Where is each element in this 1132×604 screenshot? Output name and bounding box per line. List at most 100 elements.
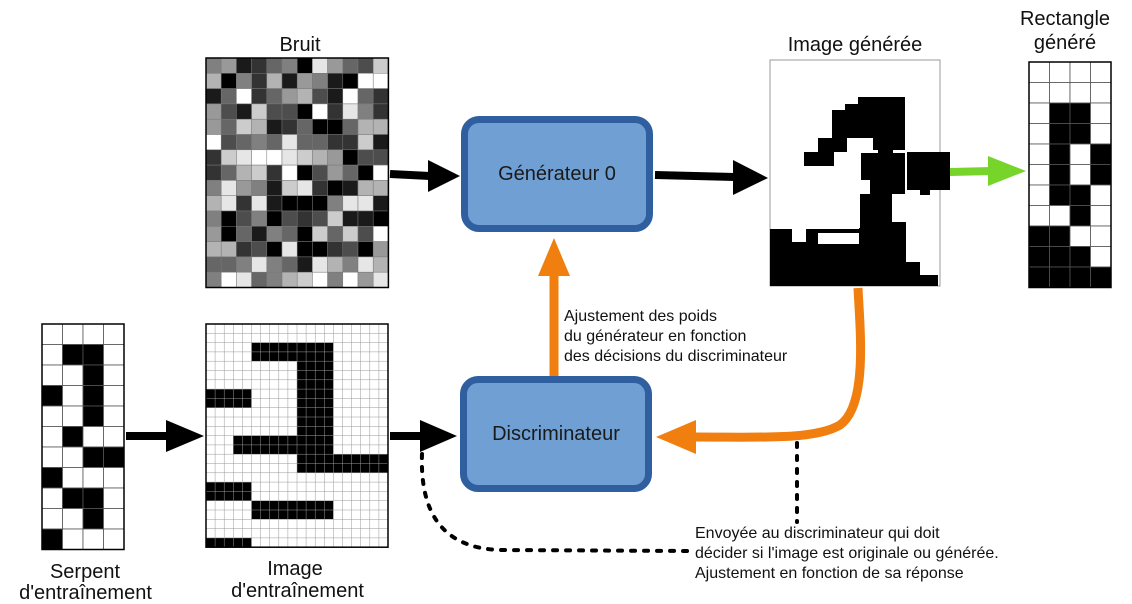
noise-cell (342, 195, 359, 212)
gen-rect-cell (1090, 246, 1112, 268)
noise-cell (296, 226, 313, 242)
noise-cell (357, 88, 374, 105)
generated-image (769, 59, 950, 287)
noise-cell (312, 226, 328, 242)
noise-cell (266, 118, 283, 135)
snake-cell (103, 446, 125, 468)
gen-rect-cell (1090, 61, 1112, 83)
noise-cell (266, 134, 283, 151)
noise-cell (342, 57, 359, 74)
snake-cell (41, 467, 63, 489)
training-snake-grid (41, 323, 125, 551)
snake-cell (103, 467, 125, 489)
noise-cell (342, 241, 359, 258)
noise-cell (220, 180, 237, 196)
noise-cell (236, 210, 252, 227)
snake-cell (103, 528, 125, 550)
noise-cell (342, 103, 359, 120)
gen-rect-cell (1028, 123, 1050, 145)
gen-rect-cell (1090, 123, 1112, 145)
noise-cell (327, 256, 344, 273)
snake-cell (41, 344, 63, 366)
noise-cell (220, 88, 237, 105)
noise-cell (296, 57, 313, 74)
snake-cell (41, 528, 63, 550)
noise-cell (296, 134, 313, 151)
snake-cell (41, 405, 63, 427)
snake-cell (82, 487, 104, 509)
noise-cell (281, 73, 298, 89)
snake-cell (82, 405, 104, 427)
noise-cell (236, 226, 252, 242)
snake-cell (41, 385, 63, 407)
noise-cell (220, 118, 237, 135)
noise-cell (266, 256, 283, 273)
noise-cell (205, 149, 222, 166)
noise-cell (372, 180, 389, 196)
noise-cell (251, 256, 268, 273)
noise-cell (205, 180, 222, 196)
snake-border (41, 323, 125, 551)
gen-rect-cell (1049, 164, 1071, 186)
noise-cell (296, 149, 313, 166)
noise-cell (327, 134, 344, 151)
noise-cell (266, 149, 283, 166)
noise-cell (205, 57, 222, 74)
snake-cell (41, 487, 63, 509)
gen-rect-cell (1049, 246, 1071, 268)
noise-cell (205, 88, 222, 105)
dotted-feedback-path (419, 441, 799, 553)
noise-cell (296, 241, 313, 258)
gen-rect-cell (1028, 164, 1050, 186)
noise-cell (220, 241, 237, 258)
noise-cell (266, 210, 283, 227)
noise-cell (281, 164, 298, 181)
noise-cell (236, 164, 252, 181)
snake-cell (62, 364, 84, 386)
gen-rect-cell (1069, 205, 1091, 227)
noise-cell (357, 73, 374, 89)
noise-cell (327, 195, 344, 212)
gen-rect-cell (1028, 205, 1050, 227)
noise-cell (327, 210, 344, 227)
noise-cell (251, 88, 268, 105)
noise-cell (205, 271, 222, 288)
noise-cell (296, 103, 313, 120)
generated-rectangle-grid (1028, 61, 1112, 289)
gen-rect-cell (1090, 205, 1112, 227)
noise-cell (312, 195, 328, 212)
noise-cell (220, 195, 237, 212)
snake-cell (82, 364, 104, 386)
noise-cell (281, 180, 298, 196)
noise-cell (251, 226, 268, 242)
noise-cell (312, 241, 328, 258)
noise-cell (312, 134, 328, 151)
noise-cell (205, 210, 222, 227)
snake-cell (82, 323, 104, 345)
noise-cell (220, 226, 237, 242)
noise-cell (372, 241, 389, 258)
gen-rect-cell (1049, 123, 1071, 145)
noise-cell (296, 118, 313, 135)
noise-cell (357, 241, 374, 258)
noise-cell (236, 149, 252, 166)
snake-cell (82, 385, 104, 407)
snake-cell (82, 426, 104, 448)
noise-cell (327, 88, 344, 105)
snake-cell (82, 508, 104, 530)
snake-cell (62, 323, 84, 345)
noise-cell (266, 164, 283, 181)
gen-rect-cell (1049, 266, 1071, 288)
noise-cell (357, 256, 374, 273)
snake-cell (62, 426, 84, 448)
noise-cell (220, 210, 237, 227)
noise-cell (296, 195, 313, 212)
noise-cell (342, 149, 359, 166)
noise-cell (205, 226, 222, 242)
noise-cell (251, 210, 268, 227)
noise-cell (327, 180, 344, 196)
noise-cell (312, 88, 328, 105)
snake-cell (41, 446, 63, 468)
training-image-grid (205, 323, 389, 548)
noise-cell (342, 88, 359, 105)
